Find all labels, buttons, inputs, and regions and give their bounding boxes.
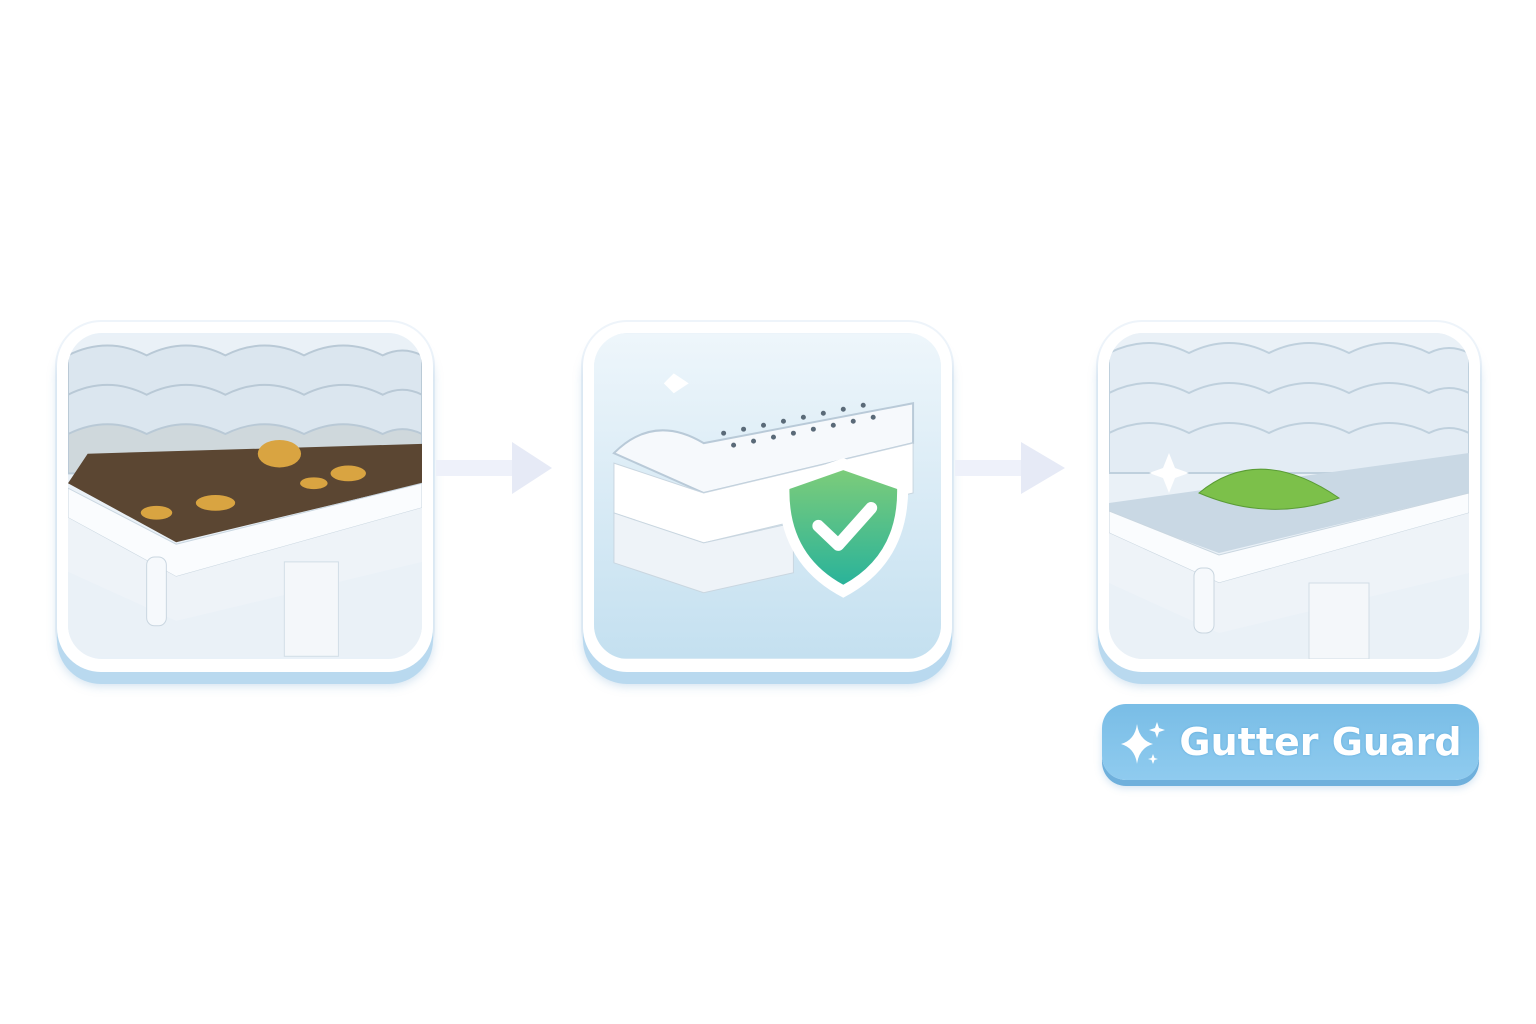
- shield-check-icon: [778, 458, 909, 598]
- dead-leaf-icon: [140, 439, 366, 520]
- badge-label: Gutter Guard: [1179, 720, 1462, 764]
- green-leaf-icon: [1198, 468, 1341, 510]
- gutter-guard-badge: Gutter Guard: [1102, 704, 1479, 780]
- step-card-clean-gutter: [1098, 322, 1480, 672]
- arrow-right-icon: [955, 442, 1065, 494]
- step-card-clogged-gutter: [57, 322, 433, 672]
- gutter-guard-shield-illustration: [594, 333, 941, 659]
- sparkle-icon: [1121, 722, 1166, 764]
- clogged-gutter-illustration: [68, 335, 422, 657]
- step-card-gutter-guard: [583, 322, 952, 672]
- clean-gutter-leaf-illustration: [1109, 333, 1469, 659]
- arrow-right-icon: [436, 442, 552, 494]
